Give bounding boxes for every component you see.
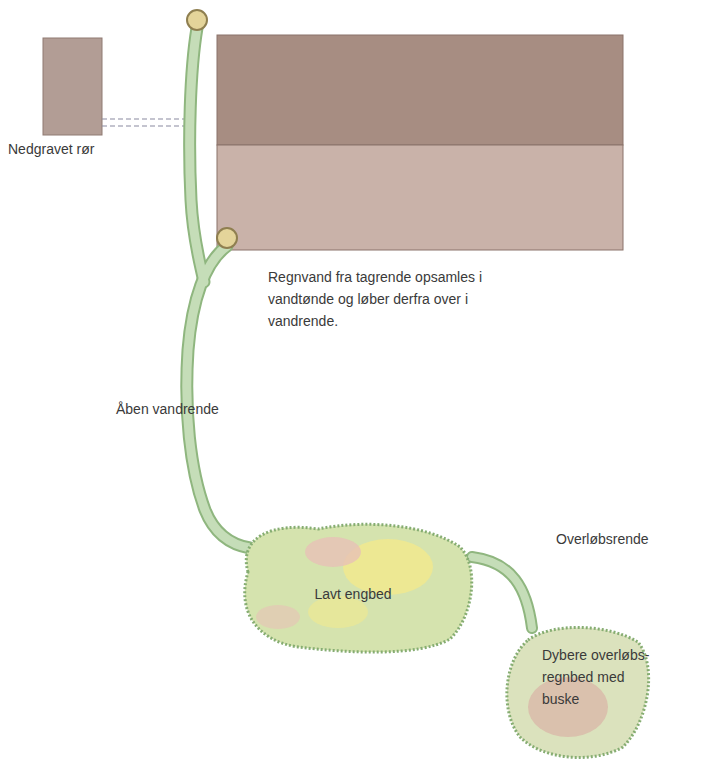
rain-barrel (187, 10, 207, 30)
rain-barrel (217, 228, 237, 248)
bed-label: Dybere overløbs- regnbed med buske (542, 644, 658, 710)
channel-label: Overløbsrende (556, 528, 649, 550)
rain-bed: Dybere overløbs- regnbed med buske (498, 622, 662, 762)
buried-pipe (102, 119, 188, 126)
shed (43, 38, 102, 135)
overflow-channel (472, 557, 532, 628)
house-roof-bottom (217, 145, 623, 250)
house-roof-top (217, 35, 623, 145)
note-label: Nedgravet rør (8, 138, 128, 160)
bed-outline (498, 622, 662, 762)
open-channel (187, 28, 250, 548)
note-label: Åben vandrende (116, 398, 256, 420)
rain-bed: Lavt engbed (228, 517, 478, 657)
note-label: Regnvand fra tagrende opsamles i vandtøn… (268, 266, 493, 332)
bed-label: Lavt engbed (238, 583, 468, 605)
